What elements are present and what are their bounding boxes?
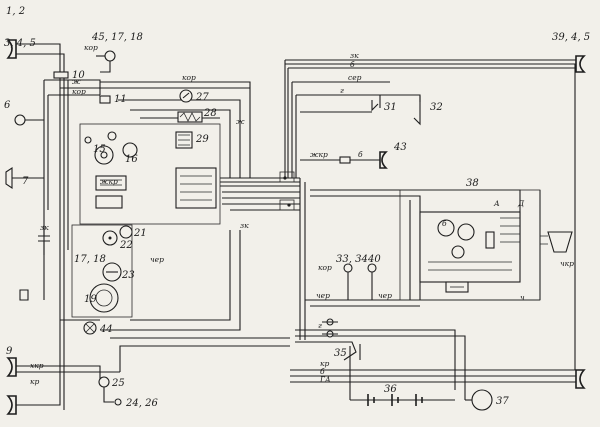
label-35: 35 <box>334 348 347 359</box>
wire-label-zhk-cluster: жкр <box>100 177 118 186</box>
wire-label-b-mid: б <box>358 150 363 159</box>
wire-label-zhk: жкр <box>310 150 328 159</box>
label-19: 19 <box>84 294 97 305</box>
wire-label-kor-low: хкр <box>30 361 44 370</box>
switch-24 <box>103 387 122 406</box>
lamp-top-right <box>575 55 586 73</box>
wire-label-chr-1: чер <box>316 291 330 300</box>
lamp-bottom-left <box>6 395 17 415</box>
lamp-40 <box>367 263 377 300</box>
label-15: 15 <box>93 144 106 155</box>
label-6: 6 <box>4 100 11 111</box>
wire-label-g-low: г <box>318 321 322 330</box>
label-45-17-18: 45, 17, 18 <box>91 32 143 43</box>
fuse-43-line <box>339 156 351 164</box>
label-39-4-5: 39, 4, 5 <box>552 32 590 43</box>
switch-22 <box>102 230 118 246</box>
regulator-38 <box>399 189 541 301</box>
wire-label-kor-mid-right: кор <box>318 263 332 272</box>
label-9: 9 <box>6 346 13 357</box>
label-3-4-5: 3, 4, 5 <box>4 38 36 49</box>
wire-label-kor-top: кор <box>84 43 98 52</box>
generator-19 <box>89 283 119 313</box>
wire-label-a: А <box>493 199 500 208</box>
label-33-34: 33, 34 <box>336 254 368 265</box>
wire-label-b-top: б <box>350 60 355 69</box>
wire-label-kor-left: кор <box>72 87 86 96</box>
label-11: 11 <box>114 94 127 105</box>
label-38: 38 <box>466 178 479 189</box>
harness-wires <box>16 43 576 410</box>
relay-23 <box>102 262 122 282</box>
lamp-43 <box>379 151 388 169</box>
switch-left-bottom <box>19 289 29 301</box>
wire-label-chr-3: чер <box>150 255 164 264</box>
switch-29 <box>175 131 193 149</box>
label-25: 25 <box>111 378 125 389</box>
wire-label-b-low: б <box>320 367 325 376</box>
lamp-44 <box>83 321 97 335</box>
label-32: 32 <box>430 102 443 113</box>
wire-label-b-box: б <box>442 219 447 228</box>
label-27: 27 <box>195 92 209 103</box>
switch-25 <box>98 376 110 388</box>
label-22: 22 <box>119 240 133 251</box>
connector-45 <box>96 50 116 62</box>
switch-21 <box>119 225 133 239</box>
label-21: 21 <box>133 228 147 239</box>
switch-11 <box>99 95 111 104</box>
wire-label-kr: кр <box>320 359 329 368</box>
lamp-top-left <box>6 39 26 59</box>
label-37: 37 <box>496 396 509 407</box>
switch-32 <box>413 96 421 126</box>
switch-cluster-mid <box>322 318 338 338</box>
label-10: 10 <box>72 70 85 81</box>
wire-label-g: г <box>340 86 344 95</box>
wire-label-zk-top: зк <box>350 51 359 60</box>
starter-37 <box>465 389 493 411</box>
wire-label-chr-2: чер <box>378 291 392 300</box>
lamp-6 <box>14 114 26 126</box>
wire-label-gr: ГА <box>319 375 331 384</box>
gauge-27 <box>179 89 193 103</box>
wire-label-ch: ч <box>520 293 525 302</box>
label-44: 44 <box>99 324 113 335</box>
connector-33 <box>343 263 353 300</box>
junction-block <box>279 171 295 211</box>
instrument-cluster <box>79 123 221 225</box>
lamp-bottom-right <box>575 369 586 389</box>
label-40: 40 <box>367 254 381 265</box>
wire-label-zk-low: кр <box>30 377 39 386</box>
wire-label-kor-mid: кор <box>182 73 196 82</box>
wire-label-sr: сер <box>348 73 362 82</box>
label-36: 36 <box>384 384 397 395</box>
label-28: 28 <box>203 108 217 119</box>
fuse-10 <box>53 71 69 79</box>
wire-label-chkr: чкр <box>560 259 574 268</box>
label-43: 43 <box>393 142 407 153</box>
relay-box-17 <box>71 224 133 318</box>
lamp-mid-left <box>6 357 17 377</box>
label-24-26: 24, 26 <box>125 398 158 409</box>
battery-36 <box>349 346 455 406</box>
wire-label-zh-mid: ж <box>236 117 245 126</box>
label-23: 23 <box>121 270 135 281</box>
label-1-2: 1, 2 <box>6 6 25 17</box>
block-ga <box>540 231 573 253</box>
horn-7 <box>5 166 44 190</box>
wire-label-zh-top: ж <box>72 77 81 86</box>
wire-label-d: Д <box>517 199 525 208</box>
label-17-18: 17, 18 <box>74 254 106 265</box>
switch-31 <box>371 100 379 112</box>
label-16: 16 <box>125 154 138 165</box>
label-31: 31 <box>384 102 397 113</box>
label-7: 7 <box>22 176 29 187</box>
label-29: 29 <box>195 134 209 145</box>
wire-label-zk-left: зк <box>40 223 49 232</box>
capacitor-left <box>38 225 50 255</box>
heater-28 <box>177 111 203 123</box>
wire-label-zk-mid: зк <box>240 221 249 230</box>
